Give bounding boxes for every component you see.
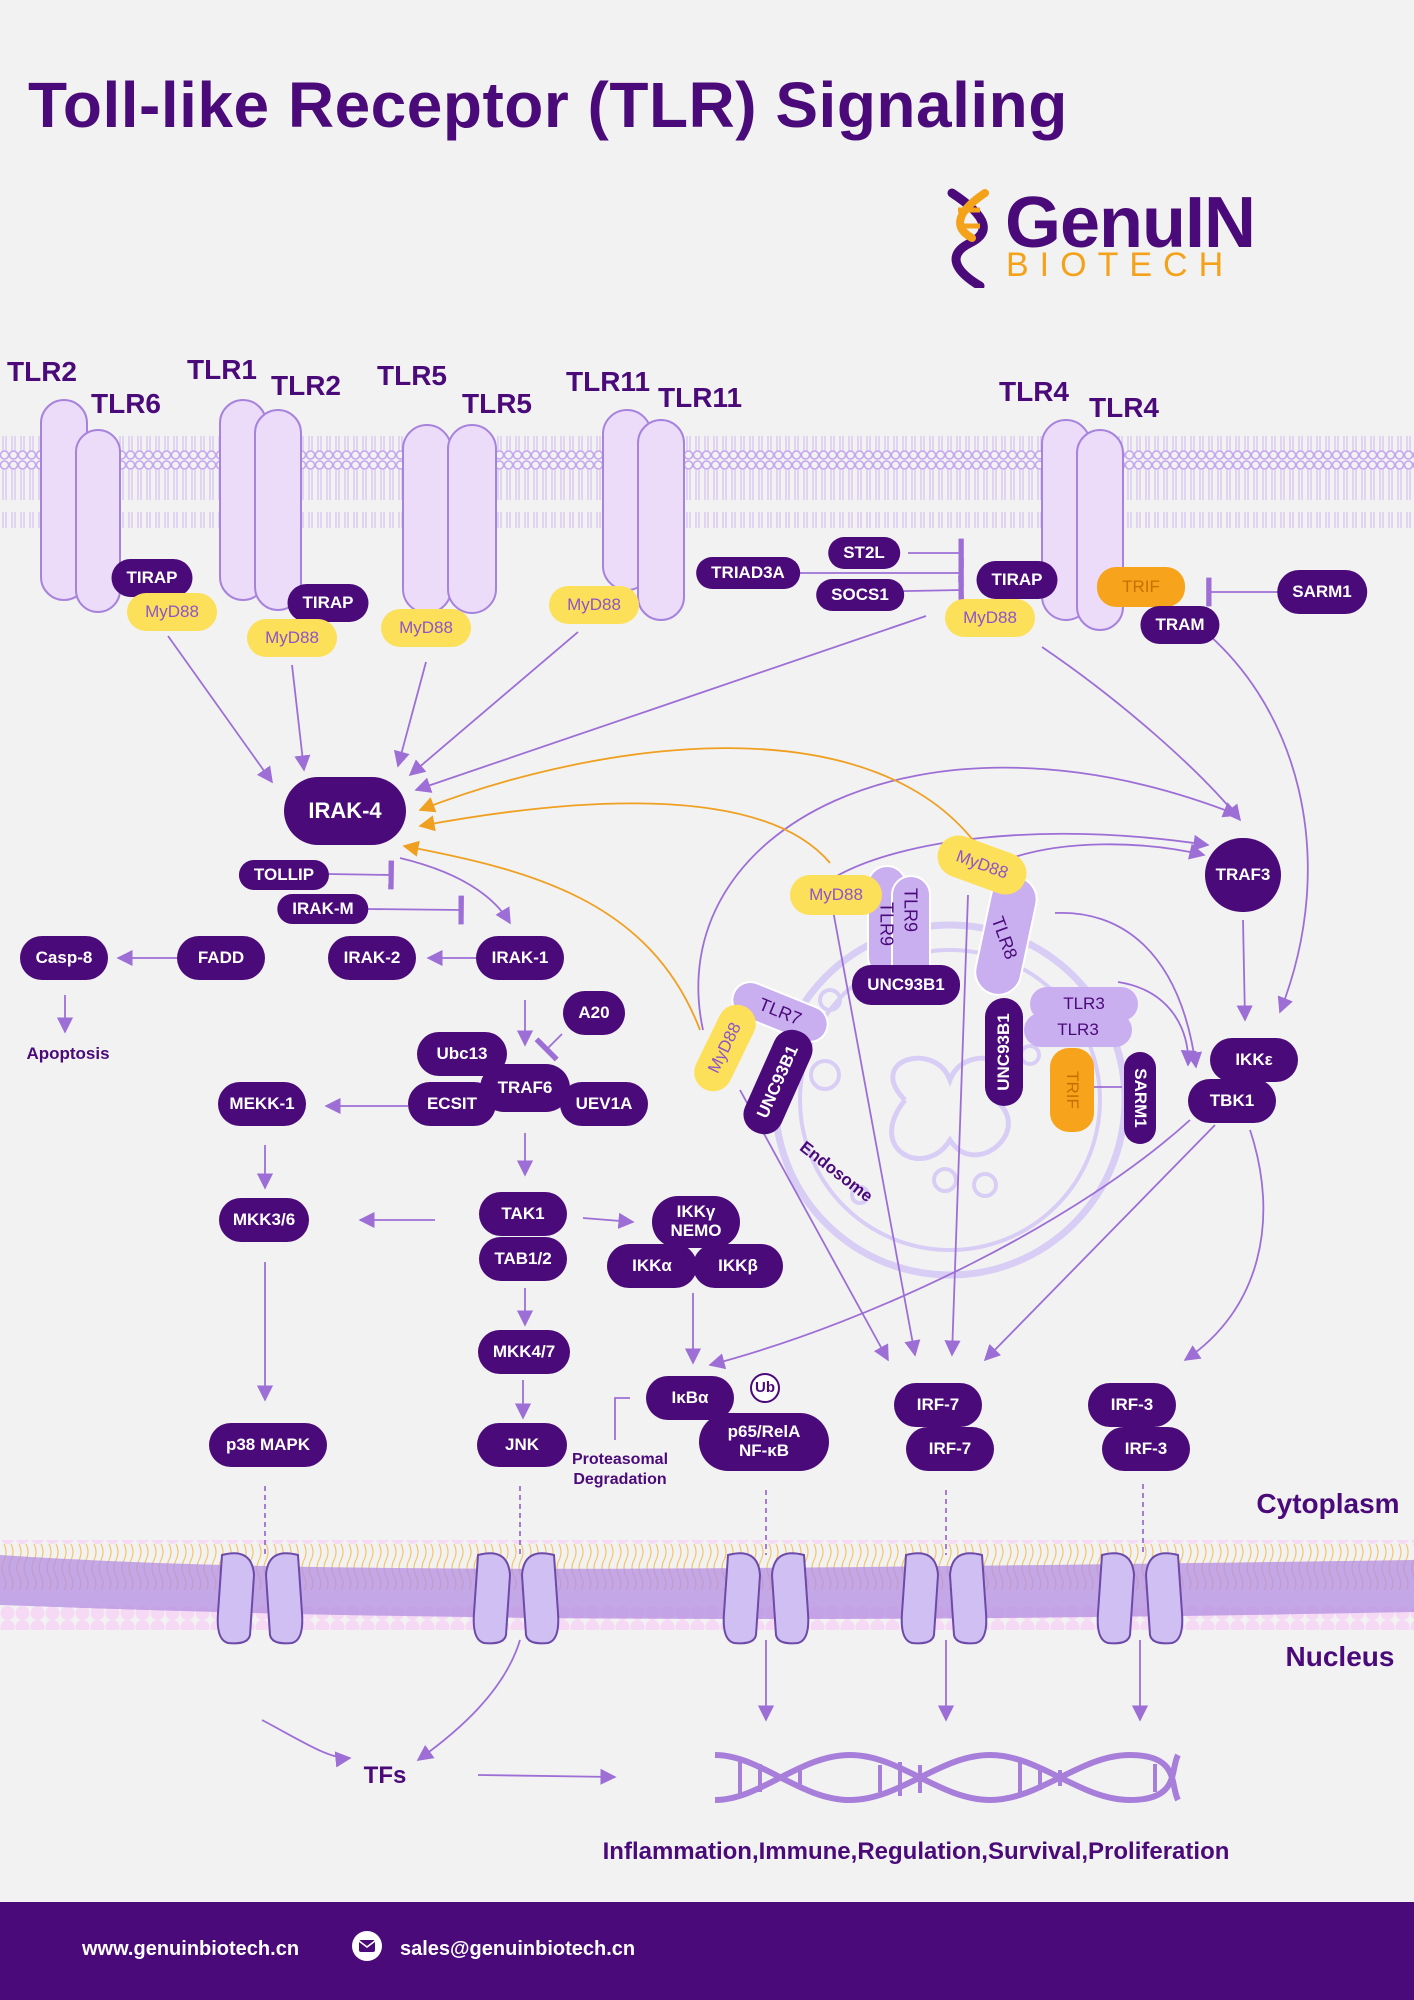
ikke-node: IKKε — [1210, 1038, 1298, 1082]
receptor-label-tlr11a: TLR11 — [565, 366, 651, 397]
irak2-node: IRAK-2 — [328, 936, 416, 980]
irf3-node: IRF-3 — [1102, 1427, 1190, 1471]
myd88-node: MyD88 — [790, 875, 882, 915]
triad3a-node: TRIAD3A — [696, 557, 800, 589]
casp8-node: Casp-8 — [20, 936, 108, 980]
a20-node: A20 — [563, 991, 625, 1035]
envelope-icon — [352, 1931, 382, 1961]
logo-subtitle: BIOTECH — [1006, 246, 1235, 284]
receptor-label-tlr2b: TLR2 — [271, 370, 341, 401]
trif-node: TRIF — [1050, 1048, 1094, 1132]
sarm1-node: SARM1 — [1277, 570, 1367, 614]
myd88-node: MyD88 — [381, 609, 471, 647]
irak4-node: IRAK-4 — [284, 777, 406, 845]
tab12-node: TAB1/2 — [479, 1237, 567, 1281]
myd88-node: MyD88 — [549, 586, 639, 624]
tlr9-label: TLR9 — [900, 887, 921, 933]
trif-node: TRIF — [1097, 567, 1185, 607]
unc93b1-node: UNC93B1 — [852, 965, 960, 1005]
website-link[interactable]: www.genuinbiotech.cn — [82, 1938, 300, 1960]
ikba-node: IκBα — [646, 1376, 734, 1420]
p38-mapk-node: p38 MAPK — [209, 1423, 327, 1467]
mkk36-node: MKK3/6 — [219, 1198, 309, 1242]
myd88-node: MyD88 — [127, 593, 217, 631]
irak1-node: IRAK-1 — [476, 936, 564, 980]
tbk1-node: TBK1 — [1188, 1079, 1276, 1123]
tak1-node: TAK1 — [479, 1192, 567, 1236]
socs1-node: SOCS1 — [816, 579, 904, 611]
myd88-node: MyD88 — [247, 619, 337, 657]
uev1a-node: UEV1A — [560, 1082, 648, 1126]
tirap-node: TIRAP — [111, 559, 193, 597]
ikka-node: IKKα — [607, 1244, 697, 1288]
plasma-membrane — [0, 436, 1414, 528]
cytoplasm-label: Cytoplasm — [1256, 1488, 1400, 1519]
receptor-label-tlr6: TLR6 — [91, 388, 161, 419]
receptor-label-tlr5b: TLR5 — [462, 388, 532, 419]
myd88-node: MyD88 — [945, 599, 1035, 637]
st2l-node: ST2L — [828, 537, 900, 569]
receptor-label-tlr1: TLR1 — [187, 354, 257, 385]
email-link[interactable]: sales@genuinbiotech.cn — [400, 1938, 636, 1960]
receptor-label-tlr11b: TLR11 — [657, 382, 743, 413]
traf6-node: TRAF6 — [480, 1064, 570, 1112]
jnk-node: JNK — [477, 1423, 567, 1467]
footer: www.genuinbiotech.cn sales@genuinbiotech… — [0, 1902, 1414, 2000]
unc93b1-node: UNC93B1 — [985, 998, 1023, 1106]
mkk47-node: MKK4/7 — [478, 1330, 570, 1374]
tirap-node: TIRAP — [287, 584, 369, 622]
mekk1-node: MEKK-1 — [218, 1082, 306, 1126]
apoptosis-label: Apoptosis — [26, 1044, 110, 1063]
nfkb-node: p65/RelA NF-κB — [699, 1413, 829, 1471]
ubiquitin-badge: Ub — [750, 1373, 780, 1403]
proteasomal-degradation-label: Proteasomal Degradation — [571, 1451, 669, 1488]
tollip-node: TOLLIP — [238, 860, 330, 890]
irakm-node: IRAK-M — [277, 894, 369, 924]
page-title: Toll-like Receptor (TLR) Signaling — [28, 69, 1068, 141]
irf3-node: IRF-3 — [1088, 1383, 1176, 1427]
traf3-node: TRAF3 — [1205, 838, 1281, 912]
myd88-endosomal-arrows — [402, 747, 985, 1031]
dna-helix-icon — [947, 188, 989, 288]
ecsit-node: ECSIT — [408, 1082, 496, 1126]
outcome-label: Inflammation,Immune,Regulation,Survival,… — [602, 1838, 1230, 1865]
receptor-label-tlr4a: TLR4 — [999, 376, 1069, 407]
logo-wordmark: GenuIN — [1005, 183, 1256, 263]
irf7-node: IRF-7 — [906, 1427, 994, 1471]
tlr3-node: TLR3 — [1024, 1013, 1132, 1047]
dna-helix-icon — [714, 1751, 1181, 1804]
tirap-node: TIRAP — [976, 561, 1058, 599]
ikkb-node: IKKβ — [693, 1244, 783, 1288]
pathway-arrows — [56, 615, 1309, 1785]
nucleus-label: Nucleus — [1285, 1641, 1395, 1672]
sarm1-node: SARM1 — [1124, 1052, 1156, 1144]
receptor-label-tlr5a: TLR5 — [377, 360, 447, 391]
ikkg-nemo-node: IKKγ NEMO — [652, 1196, 740, 1248]
tram-node: TRAM — [1140, 606, 1220, 644]
tlr9-label: TLR9 — [876, 901, 897, 947]
brand-logo: GenuIN BIOTECH — [940, 183, 1270, 288]
receptor-label-tlr2a: TLR2 — [7, 356, 77, 387]
nuclear-pores — [216, 1552, 1184, 1645]
irf7-node: IRF-7 — [894, 1383, 982, 1427]
fadd-node: FADD — [177, 936, 265, 980]
tfs-label: TFs — [363, 1762, 407, 1789]
receptor-label-tlr4b: TLR4 — [1089, 392, 1159, 423]
